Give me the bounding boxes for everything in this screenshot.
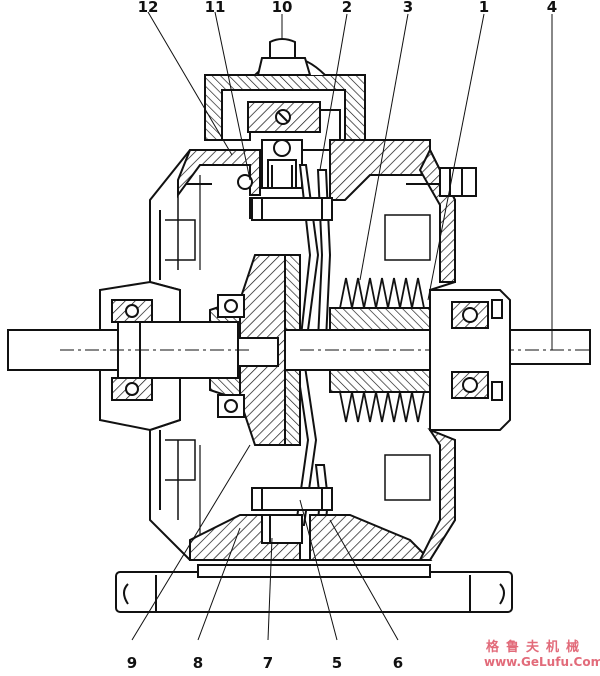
housing-recesses bbox=[165, 214, 431, 501]
disc-springs bbox=[339, 277, 425, 423]
callout-10: 10 bbox=[272, 0, 293, 16]
callout-9: 9 bbox=[127, 654, 137, 672]
callout-1: 1 bbox=[479, 0, 489, 16]
callout-11: 11 bbox=[205, 0, 226, 16]
callout-6: 6 bbox=[393, 654, 403, 672]
top-cover bbox=[204, 38, 366, 141]
callout-8: 8 bbox=[193, 654, 203, 672]
right-bearing-housing bbox=[429, 289, 511, 431]
bottom-housing-wall bbox=[189, 427, 456, 561]
leader-lines bbox=[131, 11, 553, 641]
callout-3: 3 bbox=[403, 0, 413, 16]
watermark-chinese: 格鲁夫机械 bbox=[486, 640, 587, 655]
callout-7: 7 bbox=[263, 654, 273, 672]
mounting-base bbox=[115, 564, 513, 613]
callout-labels-top: 12 11 10 2 3 1 4 bbox=[138, 0, 558, 16]
callout-labels-bottom: 9 8 7 5 6 bbox=[127, 654, 403, 672]
input-shaft bbox=[7, 321, 279, 379]
callout-2: 2 bbox=[342, 0, 352, 16]
callout-12: 12 bbox=[138, 0, 159, 16]
callout-4: 4 bbox=[547, 0, 557, 16]
watermark-url: www.GeLufu.Com bbox=[484, 655, 600, 669]
callout-5: 5 bbox=[332, 654, 342, 672]
